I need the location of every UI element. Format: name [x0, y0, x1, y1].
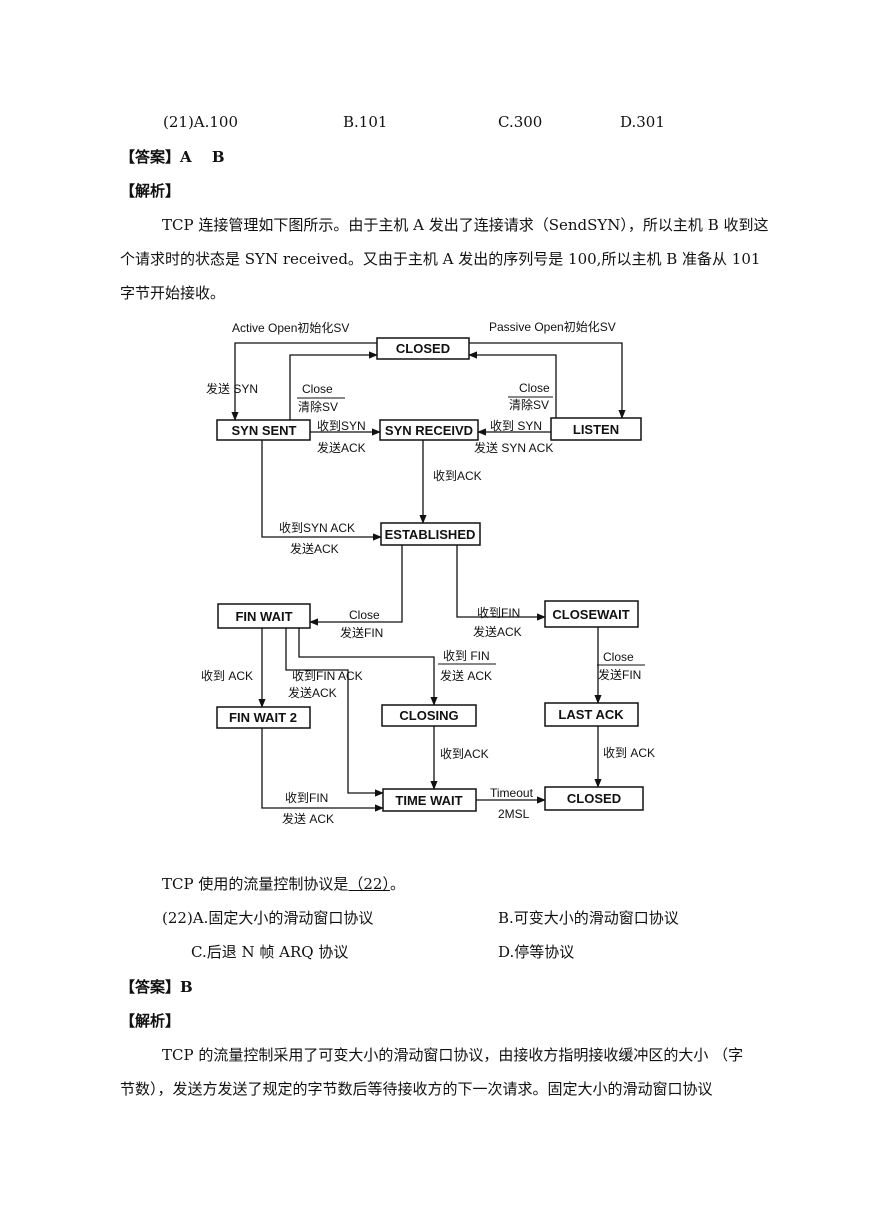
q22-option-b: B.可变大小的滑动窗口协议 [498, 909, 679, 927]
label-recv-ack-1: 收到ACK [433, 469, 482, 483]
label-clear-sv-left: 清除SV [298, 399, 338, 414]
edge-finwait2-timewait [261, 728, 384, 812]
state-closing [381, 704, 477, 727]
q21-analysis-heading: 【解析】 [120, 182, 181, 200]
label-recv-syn-2: 收到 SYN [490, 419, 542, 433]
label-state-syn-sent: SYN SENT [231, 423, 296, 438]
label-state-closing: CLOSING [399, 708, 458, 723]
label-state-syn-received: SYN RECEIVD [385, 423, 473, 438]
q21-analysis-line-2: 个请求时的状态是 SYN received。又由于主机 A 发出的序列号是 10… [120, 250, 761, 268]
q22-analysis-heading: 【解析】 [120, 1012, 181, 1030]
label-state-last-ack: LAST ACK [558, 707, 624, 722]
q21-option-c: C.300 [498, 113, 543, 131]
label-recv-syn-1: 收到SYN [317, 419, 366, 433]
state-closed-top [376, 337, 470, 360]
state-listen [550, 417, 642, 441]
edge-established-closewait [456, 545, 546, 621]
label-recv-fin-ack: 收到FIN ACK [292, 669, 363, 683]
q22-option-d: D.停等协议 [498, 943, 575, 961]
label-state-close-wait: CLOSEWAIT [552, 607, 629, 622]
label-state-listen: LISTEN [573, 422, 619, 437]
edge-passive-open [469, 342, 626, 419]
q22-question-prefix: TCP 使用的流量控制协议是 [162, 875, 349, 893]
q22-question-blank: （22） [348, 875, 390, 893]
q21-analysis-line-3: 字节开始接收。 [120, 284, 226, 302]
label-clear-sv-right: 清除SV [509, 397, 549, 412]
label-send-fin-1: 发送FIN [340, 625, 383, 640]
edge-established-finwait [309, 545, 403, 626]
q22-question-suffix: 。 [389, 875, 405, 893]
label-send-ack-2: 发送ACK [290, 541, 339, 556]
tcp-state-diagram: CLOSED SYN SENT SYN RECEIVD LISTEN ESTAB… [201, 320, 655, 826]
label-close-mid: Close [349, 608, 380, 622]
label-recv-fin-2: 收到 FIN [443, 649, 490, 663]
label-send-ack-1: 发送ACK [317, 440, 366, 455]
label-active-open: Active Open初始化SV [232, 321, 349, 335]
label-state-closed-bottom: CLOSED [567, 791, 621, 806]
q21-option-b: B.101 [343, 113, 388, 131]
label-recv-ack-4: 收到 ACK [603, 746, 655, 760]
label-recv-fin-3: 收到FIN [285, 791, 328, 805]
label-state-time-wait: TIME WAIT [395, 793, 462, 808]
label-state-established: ESTABLISHED [385, 527, 476, 542]
edge-listen-close [468, 351, 557, 418]
label-close-cw: Close [603, 650, 634, 664]
label-close-right: Close [519, 381, 550, 395]
label-passive-open: Passive Open初始化SV [489, 320, 616, 334]
q22-answer: 【答案】B [120, 978, 193, 996]
label-recv-ack-3: 收到ACK [440, 747, 489, 761]
edge-synsent-close [289, 351, 378, 420]
q22-option-a: (22)A.固定大小的滑动窗口协议 [162, 909, 374, 927]
label-send-fin-2: 发送FIN [598, 667, 641, 682]
edge-active-open [231, 342, 377, 421]
label-recv-ack-2: 收到 ACK [201, 669, 253, 683]
label-close-left: Close [302, 382, 333, 396]
label-timeout: Timeout [490, 786, 534, 800]
q21-answer: 【答案】A B [120, 148, 225, 166]
q21-option-d: D.301 [620, 113, 665, 131]
state-syn-sent [216, 419, 311, 441]
label-send-syn-ack: 发送 SYN ACK [474, 440, 553, 455]
label-send-syn: 发送 SYN [206, 381, 258, 396]
q21-option-a: (21)A.100 [163, 113, 239, 131]
label-two-msl: 2MSL [498, 807, 530, 821]
q21-analysis-line-1: TCP 连接管理如下图所示。由于主机 A 发出了连接请求（SendSYN），所以… [162, 216, 769, 234]
label-recv-syn-ack: 收到SYN ACK [279, 521, 355, 535]
edge-synsent-established [261, 440, 382, 541]
state-fin-wait [217, 603, 311, 629]
label-send-ack-4: 发送ACK [288, 685, 337, 700]
label-send-ack-3: 发送ACK [473, 624, 522, 639]
q22-option-c: C.后退 N 帧 ARQ 协议 [191, 943, 349, 961]
state-close-wait [544, 600, 639, 628]
state-last-ack [544, 702, 639, 727]
label-recv-fin-1: 收到FIN [477, 606, 520, 620]
label-state-fin-wait: FIN WAIT [235, 609, 292, 624]
label-state-closed-top: CLOSED [396, 341, 450, 356]
label-send-ack-6: 发送 ACK [282, 811, 334, 826]
edge-finwait-timewait [285, 628, 384, 797]
label-send-ack-5: 发送 ACK [440, 668, 492, 683]
q22-analysis-line-1: TCP 的流量控制采用了可变大小的滑动窗口协议，由接收方指明接收缓冲区的大小 （… [162, 1046, 744, 1064]
q22-analysis-line-2: 节数），发送方发送了规定的字节数后等待接收方的下一次请求。固定大小的滑动窗口协议 [120, 1080, 713, 1098]
edge-finwait-closing [298, 628, 438, 706]
q22-question: TCP 使用的流量控制协议是（22）。 [162, 874, 405, 894]
label-state-fin-wait-2: FIN WAIT 2 [229, 710, 297, 725]
